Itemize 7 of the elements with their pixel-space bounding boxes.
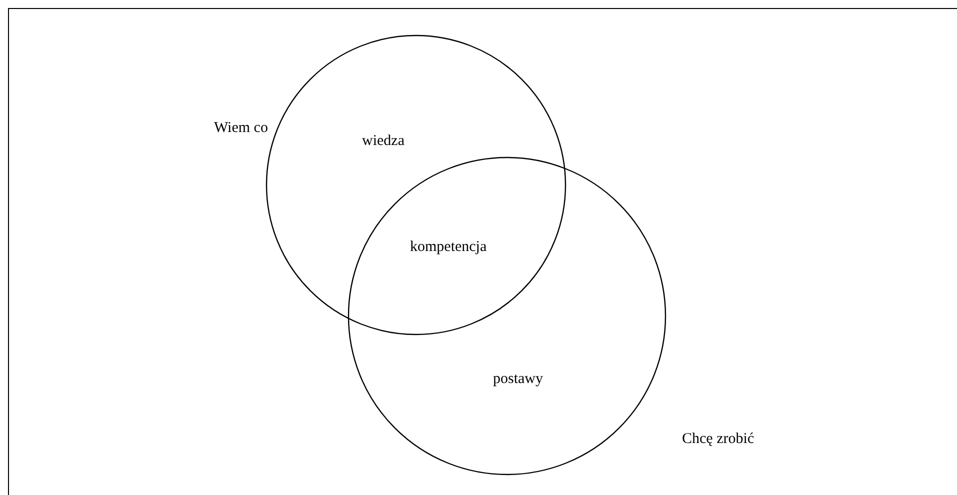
circle-label: wiedza [362,133,404,150]
set-caption: Wiem co [214,120,268,137]
set-caption: Chcę zrobić [682,431,754,448]
venn-circle [266,35,566,335]
venn-circle [348,157,666,475]
circle-label: postawy [493,371,543,388]
overlap-label: kompetencja [410,239,487,256]
